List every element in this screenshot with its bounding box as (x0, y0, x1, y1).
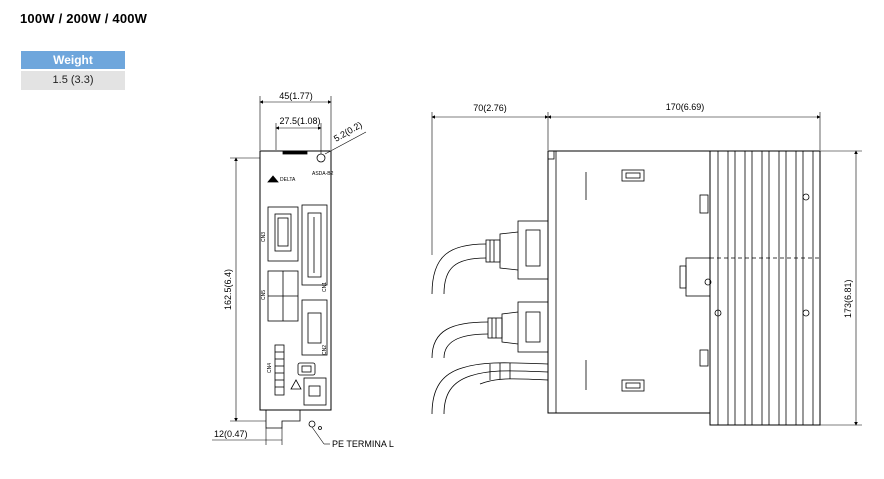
cn5-label: CN5 (261, 290, 267, 300)
front-view (259, 150, 332, 430)
page-title: 100W / 200W / 400W (20, 11, 148, 26)
side-view (431, 150, 821, 426)
cn1-label: CN1 (322, 282, 328, 292)
pe-terminal-label: PE TERMINA L (332, 439, 394, 449)
cn2-label: CN2 (322, 345, 328, 355)
front-width-dim: 45(1.77) (279, 91, 313, 101)
model-label: ASDA-B2 (312, 171, 334, 177)
weight-header: Weight (21, 51, 125, 69)
brand-label: DELTA (280, 177, 296, 183)
side-depth-dim: 170(6.69) (666, 102, 705, 112)
foot-width-dim: 12(0.47) (214, 429, 248, 439)
front-dimensions (212, 96, 367, 445)
weight-value: 1.5 (3.3) (21, 71, 125, 90)
inner-width-dim: 27.5(1.08) (279, 116, 320, 126)
side-height-dim: 173(6.81) (843, 279, 853, 318)
side-dimensions (431, 112, 862, 426)
front-height-dim: 162.5(6.4) (223, 269, 233, 310)
hole-dim: 5.2(0.2) (332, 120, 364, 144)
cable-depth-dim: 70(2.76) (473, 103, 507, 113)
cn3-label: CN3 (261, 232, 267, 242)
cn4-label: CN4 (267, 363, 273, 373)
